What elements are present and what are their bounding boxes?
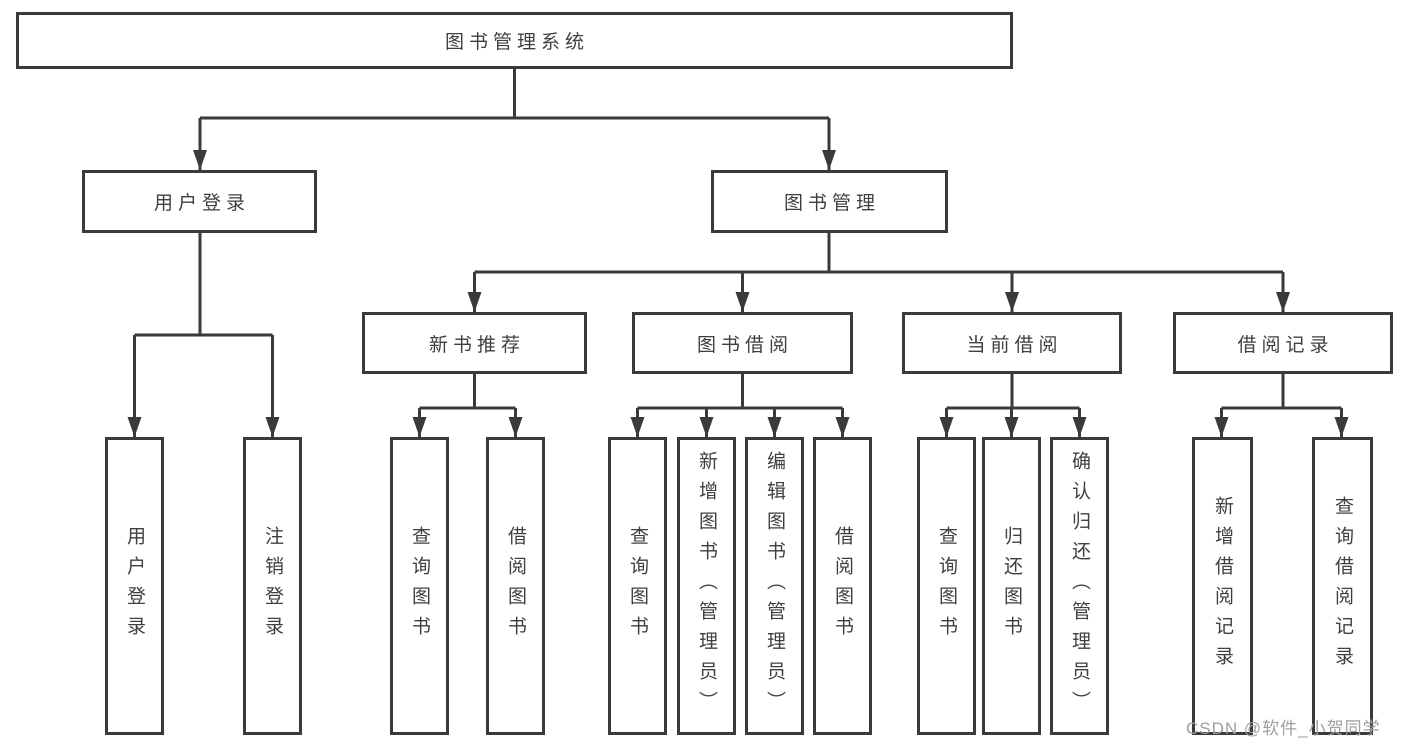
node-borrowing-label: 图书借阅 xyxy=(696,334,793,356)
node-new-books-2: 借阅图书 xyxy=(486,437,545,735)
node-records: 借阅记录 xyxy=(1173,312,1393,374)
node-new-books-1: 查询图书 xyxy=(390,437,449,735)
connector-root-rail xyxy=(200,69,829,120)
node-records-2-label: 查询借阅记录 xyxy=(1332,496,1353,676)
node-user-login-label: 用户登录 xyxy=(153,193,250,214)
node-new-books-1-label: 查询图书 xyxy=(409,526,430,646)
node-records-1: 新增借阅记录 xyxy=(1192,437,1253,735)
node-current-3-label: 确认归还（管理员） xyxy=(1069,451,1090,721)
node-borrowing-2: 新增图书（管理员） xyxy=(677,437,736,735)
node-borrowing-2-label: 新增图书（管理员） xyxy=(696,451,717,721)
node-borrowing-1-label: 查询图书 xyxy=(627,526,648,646)
node-book-mgmt-label: 图书管理 xyxy=(783,193,880,214)
node-root: 图书管理系统 xyxy=(16,12,1013,69)
node-current-3: 确认归还（管理员） xyxy=(1050,437,1109,735)
node-new-books: 新书推荐 xyxy=(362,312,587,374)
node-borrowing-3-label: 编辑图书（管理员） xyxy=(764,451,785,721)
node-new-books-label: 新书推荐 xyxy=(428,334,525,356)
node-user-login-1: 用户登录 xyxy=(105,437,164,735)
node-records-2: 查询借阅记录 xyxy=(1312,437,1373,735)
node-user-login-1-label: 用户登录 xyxy=(124,526,145,646)
connector-newbooks-rail xyxy=(419,374,516,410)
node-current-1: 查询图书 xyxy=(917,437,976,735)
node-borrowing-4: 借阅图书 xyxy=(813,437,872,735)
connector-records-rail xyxy=(1221,374,1342,410)
node-current-2: 归还图书 xyxy=(982,437,1041,735)
node-root-label: 图书管理系统 xyxy=(444,32,589,53)
connector-current-rail xyxy=(946,374,1080,410)
node-user-login: 用户登录 xyxy=(82,170,317,233)
node-records-label: 借阅记录 xyxy=(1237,334,1334,356)
connector-borrowing-rail xyxy=(637,374,843,410)
node-user-login-2: 注销登录 xyxy=(243,437,302,735)
node-borrowing: 图书借阅 xyxy=(632,312,853,374)
node-user-login-2-label: 注销登录 xyxy=(262,526,283,646)
watermark: CSDN @软件_小贺同学 xyxy=(1186,719,1381,738)
node-book-mgmt: 图书管理 xyxy=(711,170,948,233)
node-records-1-label: 新增借阅记录 xyxy=(1212,496,1233,676)
node-current-1-label: 查询图书 xyxy=(936,526,957,646)
connector-bookmgmt-rail xyxy=(474,233,1283,274)
connector-userlogin-rail xyxy=(134,233,273,337)
node-borrowing-4-label: 借阅图书 xyxy=(832,526,853,646)
node-new-books-2-label: 借阅图书 xyxy=(505,526,526,646)
node-current-label: 当前借阅 xyxy=(966,334,1063,356)
node-current: 当前借阅 xyxy=(902,312,1122,374)
node-borrowing-3: 编辑图书（管理员） xyxy=(745,437,804,735)
node-borrowing-1: 查询图书 xyxy=(608,437,667,735)
node-current-2-label: 归还图书 xyxy=(1001,526,1022,646)
